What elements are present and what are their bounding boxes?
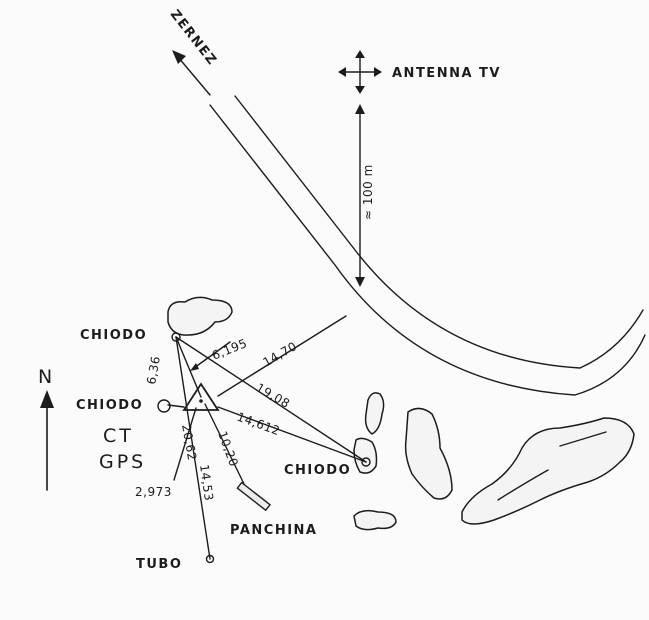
chiodo-top-label: CHIODO [80, 328, 147, 343]
rock-large [461, 417, 635, 525]
measure-2973: 2,973 [135, 485, 172, 499]
measure-1453: 14,53 [197, 463, 216, 501]
line-6195-pointer [193, 341, 231, 369]
line-top-to-tubo [175, 336, 211, 560]
station-label-ct: CT [103, 425, 134, 447]
measure-1020: 10,20 [215, 429, 241, 468]
bench-rect [236, 481, 272, 512]
line-station-to-road [217, 315, 347, 397]
road-label: ZERNEZ [167, 7, 220, 69]
chiodo-right-label: CHIODO [284, 463, 351, 478]
line-left-to-station [167, 404, 185, 408]
rock-top [167, 296, 233, 336]
measure-1908: 19,08 [254, 380, 293, 411]
chiodo-left-label: CHIODO [76, 398, 143, 413]
line-station-to-down [173, 407, 197, 481]
gps-station-icon [182, 382, 220, 411]
north-label: N [38, 366, 55, 388]
line-top-to-station [175, 336, 202, 398]
zernez-arrow-icon [172, 50, 211, 96]
measure-6195: 6,195 [210, 336, 249, 363]
measure-636: 6,36 [144, 355, 163, 386]
chiodo-left-point [157, 399, 171, 413]
distance-dimension [355, 104, 365, 287]
pipe-label: TUBO [136, 557, 182, 572]
antenna-label: ANTENNA TV [392, 66, 501, 81]
road-edge-inner [234, 95, 644, 369]
rock-small-2 [353, 437, 378, 474]
rock-medium [404, 407, 453, 500]
arrow-icon [190, 363, 199, 371]
measure-14612: 14,612 [235, 410, 282, 439]
rock-large-texture [497, 431, 607, 501]
line-station-to-right [217, 406, 367, 463]
chiodo-right-point [361, 457, 371, 467]
four-way-arrow-icon [338, 50, 382, 94]
road-edge-outer [209, 104, 646, 396]
bench-label: PANCHINA [230, 523, 317, 538]
measure-1470: 14,70 [261, 339, 300, 370]
north-arrow-icon [40, 390, 54, 491]
line-station-to-bench [204, 403, 246, 487]
rock-small-1 [364, 392, 385, 435]
station-label-gps: GPS [99, 451, 146, 473]
rock-lower [353, 509, 397, 531]
measure-2062: 20,62 [179, 423, 199, 462]
distance-label: ≈ 100 m [361, 164, 375, 220]
